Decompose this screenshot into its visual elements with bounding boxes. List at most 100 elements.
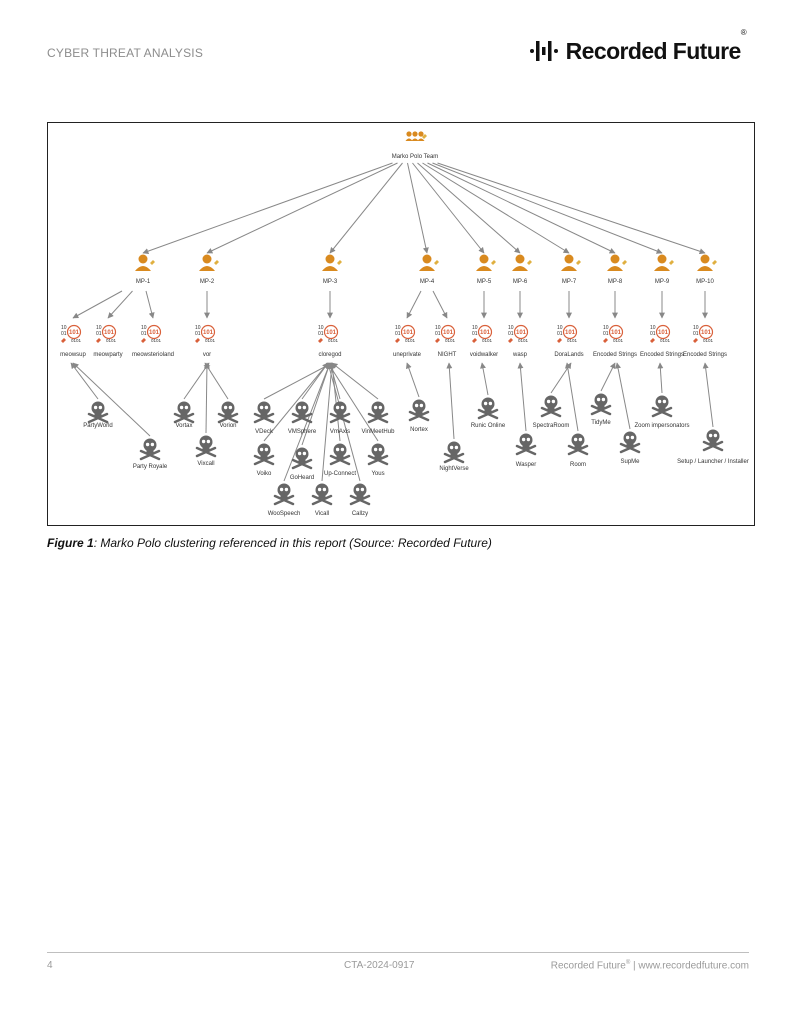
graph-edge (564, 362, 579, 432)
page-number: 4 (47, 960, 53, 971)
svg-text:01: 01 (557, 331, 563, 337)
graph-edge (331, 362, 379, 400)
svg-text:01: 01 (693, 331, 699, 337)
svg-text:101: 101 (611, 330, 622, 336)
svg-text:101: 101 (203, 330, 214, 336)
threat-label: Runic Online (471, 423, 506, 429)
threat-skull-icon (253, 443, 275, 466)
edges (70, 162, 714, 482)
threat-label: PartyWorld (83, 423, 113, 429)
group-label-mp-7: MP-7 (562, 279, 577, 285)
threat-label: Zoom impersonators (634, 423, 689, 429)
svg-text:0101: 0101 (660, 338, 671, 343)
graph-edge (406, 290, 422, 319)
graph-edge (432, 162, 663, 254)
svg-text:10: 10 (472, 325, 478, 331)
graph-edge (657, 362, 664, 394)
threat-skull-icon (253, 401, 275, 424)
graph-edge (326, 362, 361, 482)
threat-skull-icon (349, 483, 371, 506)
svg-text:0101: 0101 (567, 338, 578, 343)
threat-skull-icon (139, 438, 161, 461)
svg-text:10: 10 (61, 325, 67, 331)
graph-edge (600, 362, 616, 392)
threat-skull-icon (195, 435, 217, 458)
graph-edge (427, 162, 616, 254)
threat-skull-icon (651, 395, 673, 418)
svg-text:10: 10 (195, 325, 201, 331)
threat-skull-icon (329, 443, 351, 466)
svg-text:10: 10 (508, 325, 514, 331)
graph-edge (517, 362, 527, 432)
svg-text:0101: 0101 (205, 338, 216, 343)
group-label-mp-3: MP-3 (323, 279, 338, 285)
threat-skull-icon (540, 395, 562, 418)
threat-label: Callzy (352, 511, 368, 517)
graph-edge (446, 362, 455, 440)
svg-text:0101: 0101 (106, 338, 117, 343)
group-label-mp-9: MP-9 (655, 279, 670, 285)
threat-label: Room (570, 462, 586, 468)
cluster-label: meowparty (93, 352, 122, 358)
recorded-future-logo: Recorded Future® (529, 28, 747, 66)
cluster-label: Encoded Strings (593, 352, 637, 358)
graph-edge (301, 362, 332, 446)
svg-text:0101: 0101 (613, 338, 624, 343)
threat-skull-icon (567, 433, 589, 456)
graph-edge (405, 362, 420, 398)
threat-skull-icon (273, 483, 295, 506)
graph-edge (702, 362, 714, 428)
svg-text:0101: 0101 (328, 338, 339, 343)
cluster-label: voidwalker (470, 352, 498, 358)
group-label-mp-6: MP-6 (513, 279, 528, 285)
svg-text:101: 101 (326, 330, 337, 336)
actor-mp-1-icon (135, 254, 155, 271)
svg-text:10: 10 (557, 325, 563, 331)
group-label-mp-4: MP-4 (420, 279, 435, 285)
logo-mark-icon (529, 41, 558, 61)
graph-edge (615, 362, 631, 430)
threat-skull-icon (619, 431, 641, 454)
svg-text:101: 101 (104, 330, 115, 336)
threat-label: Yous (371, 471, 384, 477)
actor-mp-8-icon (607, 254, 627, 271)
threat-label: Vicall (315, 511, 329, 517)
graph-edge (437, 162, 706, 255)
threat-skull-icon (367, 401, 389, 424)
graph-edge (263, 362, 333, 400)
group-label-mp-8: MP-8 (608, 279, 623, 285)
threat-label: VMSphere (288, 429, 317, 435)
threat-label: Up-Connect (324, 471, 356, 477)
svg-text:01: 01 (61, 331, 67, 337)
graph-edge (107, 290, 133, 319)
logo-registered-mark: ® (740, 27, 747, 37)
svg-text:101: 101 (443, 330, 454, 336)
svg-text:0101: 0101 (71, 338, 82, 343)
root-label: Marko Polo Team (392, 154, 439, 160)
threat-skull-icon (408, 399, 430, 422)
svg-text:01: 01 (603, 331, 609, 337)
svg-text:101: 101 (658, 330, 669, 336)
graph-edge (327, 362, 379, 442)
threat-skull-icon (702, 429, 724, 452)
cluster-label: vor (203, 352, 211, 358)
graph-edge (422, 162, 570, 254)
graph-edge (72, 290, 123, 319)
threat-label: Voiko (257, 471, 272, 477)
actor-mp-7-icon (561, 254, 581, 271)
graph-edge (204, 362, 229, 400)
svg-text:101: 101 (69, 330, 80, 336)
svg-text:10: 10 (693, 325, 699, 331)
svg-text:01: 01 (318, 331, 324, 337)
threat-label: Setup / Launcher / Installer (677, 459, 749, 465)
svg-text:01: 01 (96, 331, 102, 337)
graph-edge (70, 362, 99, 400)
graph-edge (480, 362, 489, 396)
